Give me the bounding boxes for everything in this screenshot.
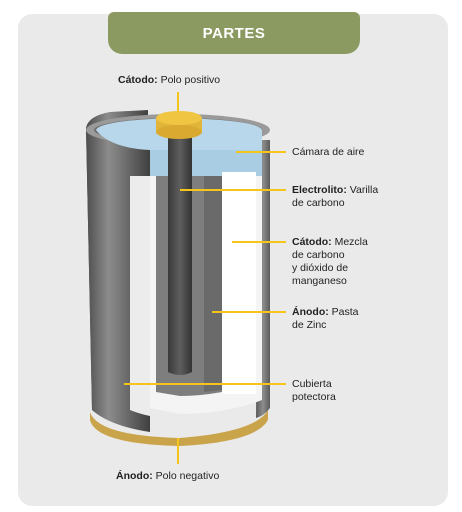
title-banner: PARTES xyxy=(108,12,360,54)
inner-cover-left xyxy=(130,176,150,416)
title-text: PARTES xyxy=(202,24,266,42)
label-anode-negative: Ánodo: Polo negativo xyxy=(116,470,220,482)
label-electrolyte: Electrolito: Varilla de carbono xyxy=(292,184,379,209)
positive-terminal-top xyxy=(156,111,202,125)
label-anode-paste: Ánodo: Pasta de Zinc xyxy=(292,306,359,331)
positive-terminal-bottom xyxy=(156,125,202,139)
bottom-band xyxy=(90,410,268,446)
label-cover: Cubierta potectora xyxy=(292,378,336,403)
anode-paste xyxy=(222,172,256,394)
leader-lines xyxy=(124,92,286,464)
label-cathode-mix: Cátodo: Mezcla de carbono y dióxido de m… xyxy=(292,236,368,287)
carbon-rod xyxy=(168,136,192,375)
label-cathode-positive: Cátodo: Polo positivo xyxy=(118,74,221,86)
label-air-chamber: Cámara de aire xyxy=(292,146,365,158)
cathode-mix-shade xyxy=(204,176,222,392)
